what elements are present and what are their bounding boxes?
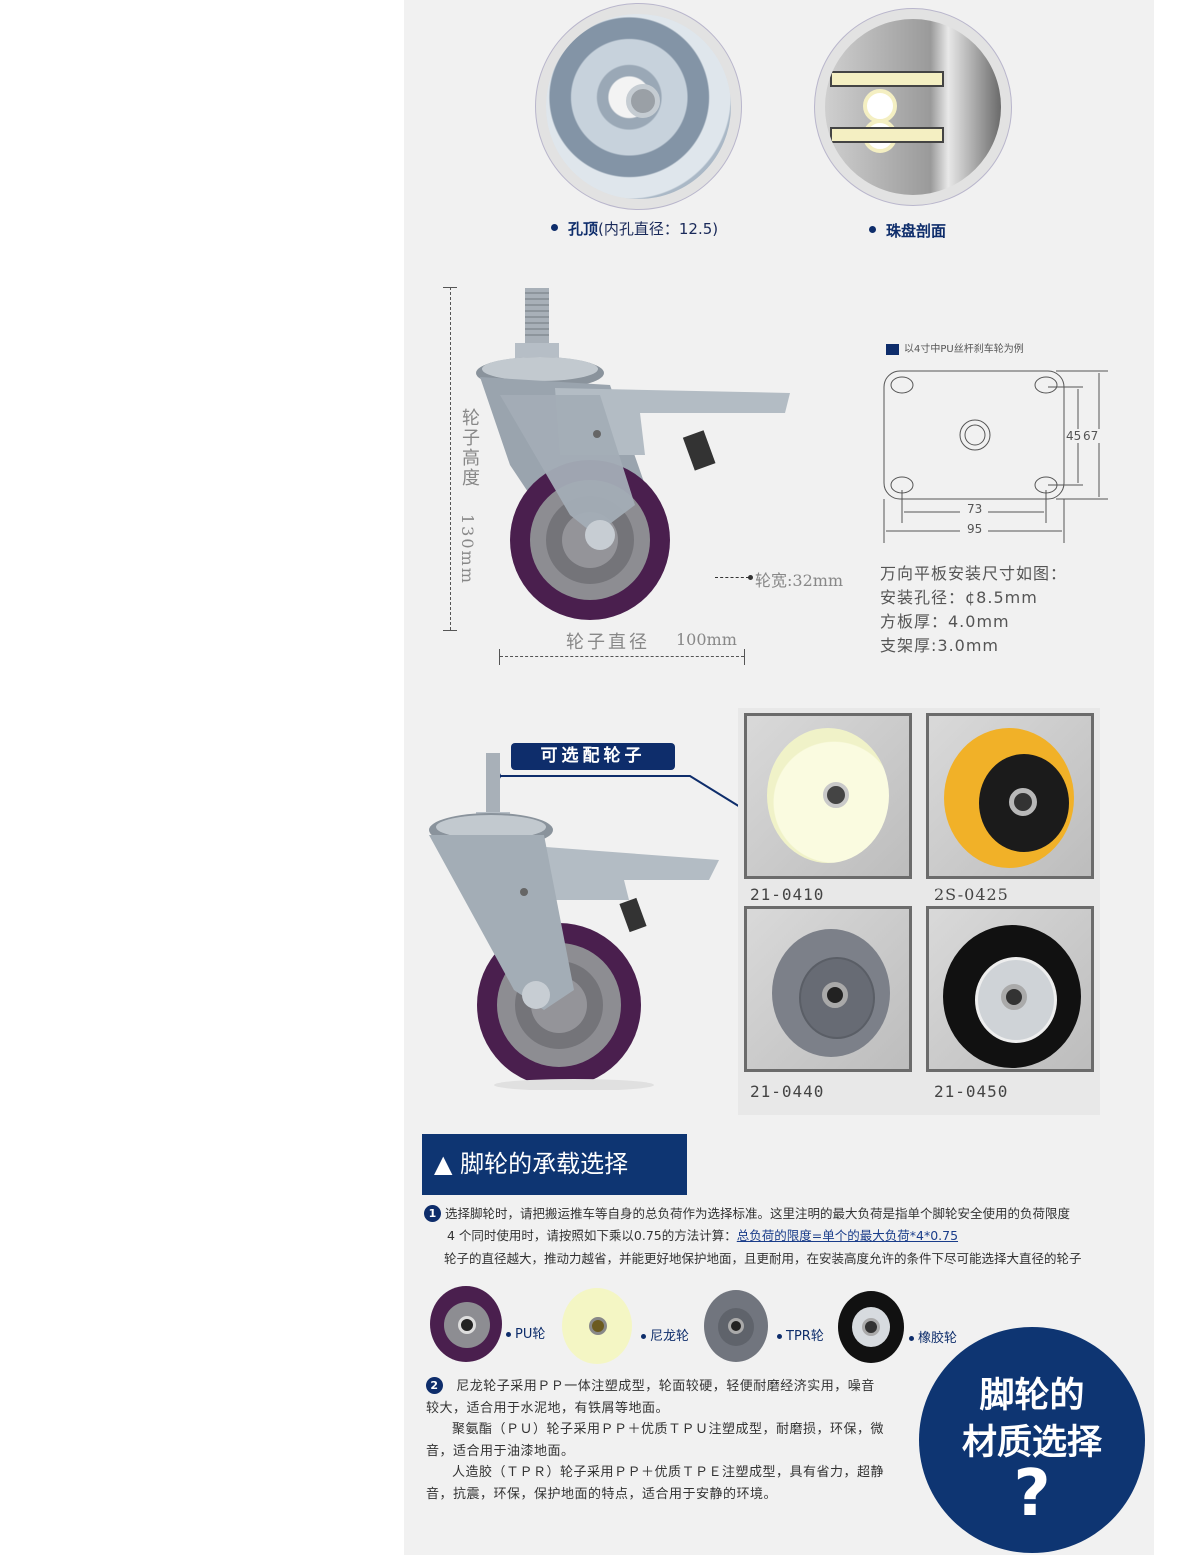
step-2-badge: 2 — [426, 1377, 443, 1394]
diameter-label: 轮子直径 — [566, 632, 650, 653]
plate-dim-outer-width: 95 — [967, 522, 983, 536]
question-mark-icon: ? — [1013, 1457, 1051, 1531]
hole-top-image — [535, 3, 742, 210]
wheel-tile-2s-0425[interactable] — [926, 713, 1094, 879]
load-para-line3: 轮子的直径越大，推动力越省，并能更好地保护地面，且更耐用，在安装高度允许的条件下… — [444, 1251, 1082, 1266]
height-value: 130mm — [458, 514, 477, 585]
height-label: 轮子高度 — [459, 408, 480, 488]
bullet-icon — [869, 226, 876, 233]
diameter-dimension-line — [500, 656, 744, 658]
mounting-plate-diagram — [883, 370, 1108, 543]
spec-line: 支架厚:3.0mm — [880, 636, 1000, 655]
desc-pu: 聚氨酯（ＰＵ）轮子采用ＰＰ＋优质ＴＰＵ注塑成型，耐磨损，环保，微音，适合用于油漆… — [426, 1422, 885, 1459]
wheel-code: 21-0440 — [750, 1082, 825, 1101]
caster-main-image — [476, 288, 790, 620]
step-1-badge: 1 — [424, 1205, 441, 1222]
bead-section-caption: 珠盘剖面 — [869, 220, 946, 241]
material-label: TPR轮 — [777, 1325, 824, 1344]
wheel-tile-21-0440[interactable] — [744, 906, 912, 1072]
material-description: 2 尼龙轮子采用ＰＰ一体注塑成型，轮面较硬，轻便耐磨经济实用，噪音较大，适合用于… — [426, 1376, 886, 1505]
wheel-code: 21-0410 — [750, 885, 825, 904]
spec-line: 安装孔径：¢8.5mm — [880, 588, 1038, 607]
material-selection-circle: 脚轮的 材质选择 ? — [919, 1327, 1145, 1553]
width-label: 轮宽:32mm — [755, 571, 844, 590]
width-pointer-line — [715, 577, 749, 579]
wheel-code: 2S-0425 — [934, 885, 1009, 904]
width-pointer-dot — [748, 575, 753, 580]
dimension-tick — [443, 630, 457, 631]
legend-square-icon — [886, 343, 899, 355]
wheel-tile-21-0450[interactable] — [926, 906, 1094, 1072]
plate-legend: 以4寸中PU丝杆刹车轮为例 — [886, 340, 1024, 355]
bead-section-image — [814, 8, 1012, 206]
material-label: PU轮 — [506, 1323, 545, 1342]
desc-tpr: 人造胶（ＴＰＲ）轮子采用ＰＰ＋优质ＴＰＥ注塑成型，具有省力，超静音，抗震，环保，… — [426, 1465, 885, 1502]
caster-secondary-image — [429, 753, 719, 1090]
load-formula-link[interactable]: 总负荷的限度=单个的最大负荷*4*0.75 — [736, 1228, 959, 1243]
optional-wheels-badge: 可选配轮子 — [511, 743, 675, 770]
plate-dim-inner-width: 73 — [967, 502, 983, 516]
spec-line: 万向平板安装尺寸如图： — [880, 564, 1068, 583]
dimension-tick — [499, 649, 500, 665]
bullet-icon — [551, 224, 558, 231]
dimension-tick — [443, 287, 457, 288]
hole-top-caption: 孔顶(内孔直径：12.5) — [551, 218, 718, 239]
material-label: 橡胶轮 — [909, 1327, 957, 1346]
wheel-tile-21-0410[interactable] — [744, 713, 912, 879]
plate-dim-outer-height: 67 — [1083, 429, 1099, 443]
height-dimension-line — [450, 287, 452, 630]
material-label: 尼龙轮 — [641, 1325, 689, 1344]
optional-wheels-grid: 21-0410 2S-0425 21-0440 21-0450 — [738, 708, 1100, 1115]
spec-line: 方板厚：4.0mm — [880, 612, 1010, 631]
dimension-tick — [744, 649, 745, 665]
diameter-value: 100mm — [676, 630, 737, 649]
wheel-code: 21-0450 — [934, 1082, 1009, 1101]
plate-dim-inner-height: 45 — [1066, 429, 1082, 443]
load-para-line2: 4 个同时使用时，请按照如下乘以0.75的方法计算：总负荷的限度=单个的最大负荷… — [447, 1228, 959, 1243]
plate-spec-list: 万向平板安装尺寸如图： 安装孔径：¢8.5mm 方板厚：4.0mm 支架厚:3.… — [880, 562, 1067, 658]
load-selection-header: ▲ 脚轮的承载选择 — [422, 1134, 687, 1195]
desc-nylon: 2 尼龙轮子采用ＰＰ一体注塑成型，轮面较硬，轻便耐磨经济实用，噪音较大，适合用于… — [426, 1377, 875, 1416]
